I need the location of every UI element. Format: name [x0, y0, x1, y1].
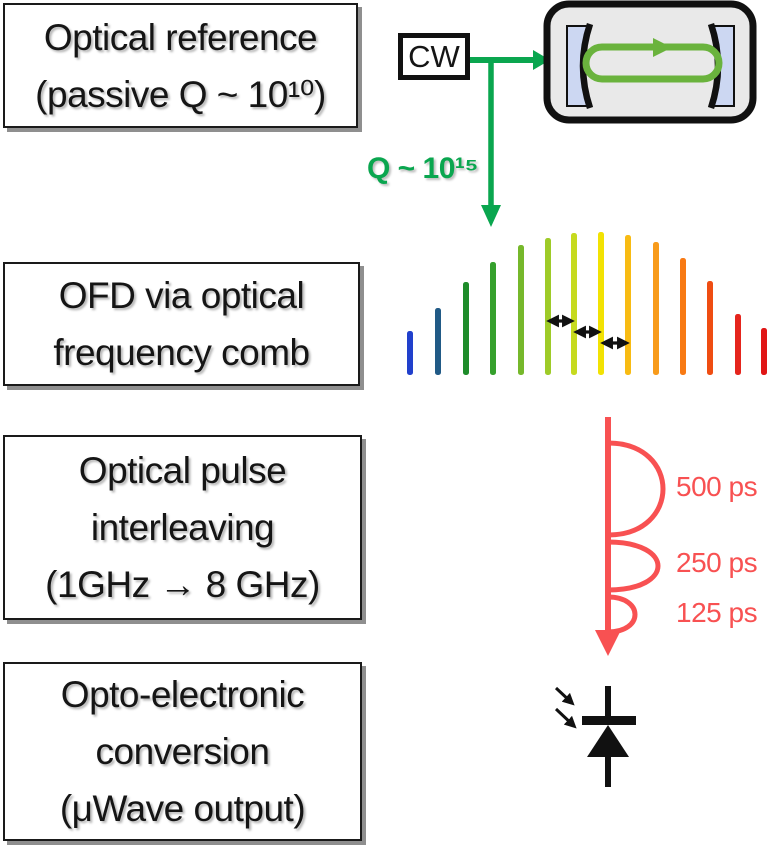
comb-line — [653, 242, 659, 375]
cavity-mirror-left-icon — [566, 22, 594, 110]
box-text-line: interleaving — [90, 507, 275, 548]
box-text-line: Optical reference — [43, 16, 318, 58]
photodiode-icon — [554, 686, 636, 787]
comb-line — [571, 233, 577, 375]
comb-line — [463, 282, 469, 375]
comb-line — [435, 308, 441, 375]
comb-line — [680, 258, 686, 375]
pulse-period-label-500ps: 500 ps — [676, 471, 758, 502]
pulse-period-label-125ps: 125 ps — [676, 597, 758, 628]
comb-line — [735, 314, 741, 375]
comb-line — [761, 328, 767, 375]
comb-line — [545, 238, 551, 375]
step-box-opto-electronic: Opto-electronic conversion (μWave output… — [3, 662, 362, 841]
incident-light-arrow-icon — [554, 686, 577, 729]
box-text-line: (1GHz → 8 GHz) — [45, 564, 320, 605]
comb-line — [707, 281, 713, 375]
comb-spectrum-chart — [407, 232, 767, 375]
step-box-optical-reference: Optical reference (passive Q ~ 10¹⁰) — [3, 3, 358, 128]
interleaver-arrow-icon — [595, 417, 666, 656]
comb-spacing-arrows — [546, 314, 630, 350]
comb-line — [598, 232, 604, 375]
comb-line — [490, 262, 496, 375]
step-box-ofd-comb: OFD via optical frequency comb — [3, 262, 360, 386]
pulse-halving-bump — [607, 440, 666, 538]
step-box-pulse-interleaving: Optical pulse interleaving (1GHz → 8 GHz… — [3, 435, 362, 620]
comb-line — [407, 331, 413, 375]
optical-cavity-icon — [543, 0, 757, 124]
pulse-halving-bump — [607, 539, 661, 593]
box-text-line: Optical pulse — [78, 450, 287, 491]
cavity-mirror-right-icon — [707, 22, 735, 110]
box-text-line: Opto-electronic — [60, 674, 305, 715]
box-text-line: conversion — [95, 731, 270, 772]
comb-line — [518, 245, 524, 375]
cw-laser-box: CW — [398, 33, 470, 80]
comb-line — [625, 235, 631, 375]
box-text-line: (passive Q ~ 10¹⁰) — [35, 73, 326, 115]
pulse-halving-bump — [607, 594, 638, 635]
pulse-period-label-250ps: 250 ps — [676, 547, 758, 578]
intracavity-loop-arrow-icon — [582, 38, 723, 83]
box-text-line: OFD via optical — [58, 275, 305, 316]
box-text-line: frequency comb — [53, 332, 310, 373]
cw-to-cavity-arrow-icon — [470, 50, 550, 227]
q-factor-label: Q ~ 10¹⁵ — [367, 152, 478, 185]
cw-label: CW — [408, 38, 460, 74]
pump-down-arrow-icon — [481, 205, 501, 227]
box-text-line: (μWave output) — [59, 788, 306, 829]
